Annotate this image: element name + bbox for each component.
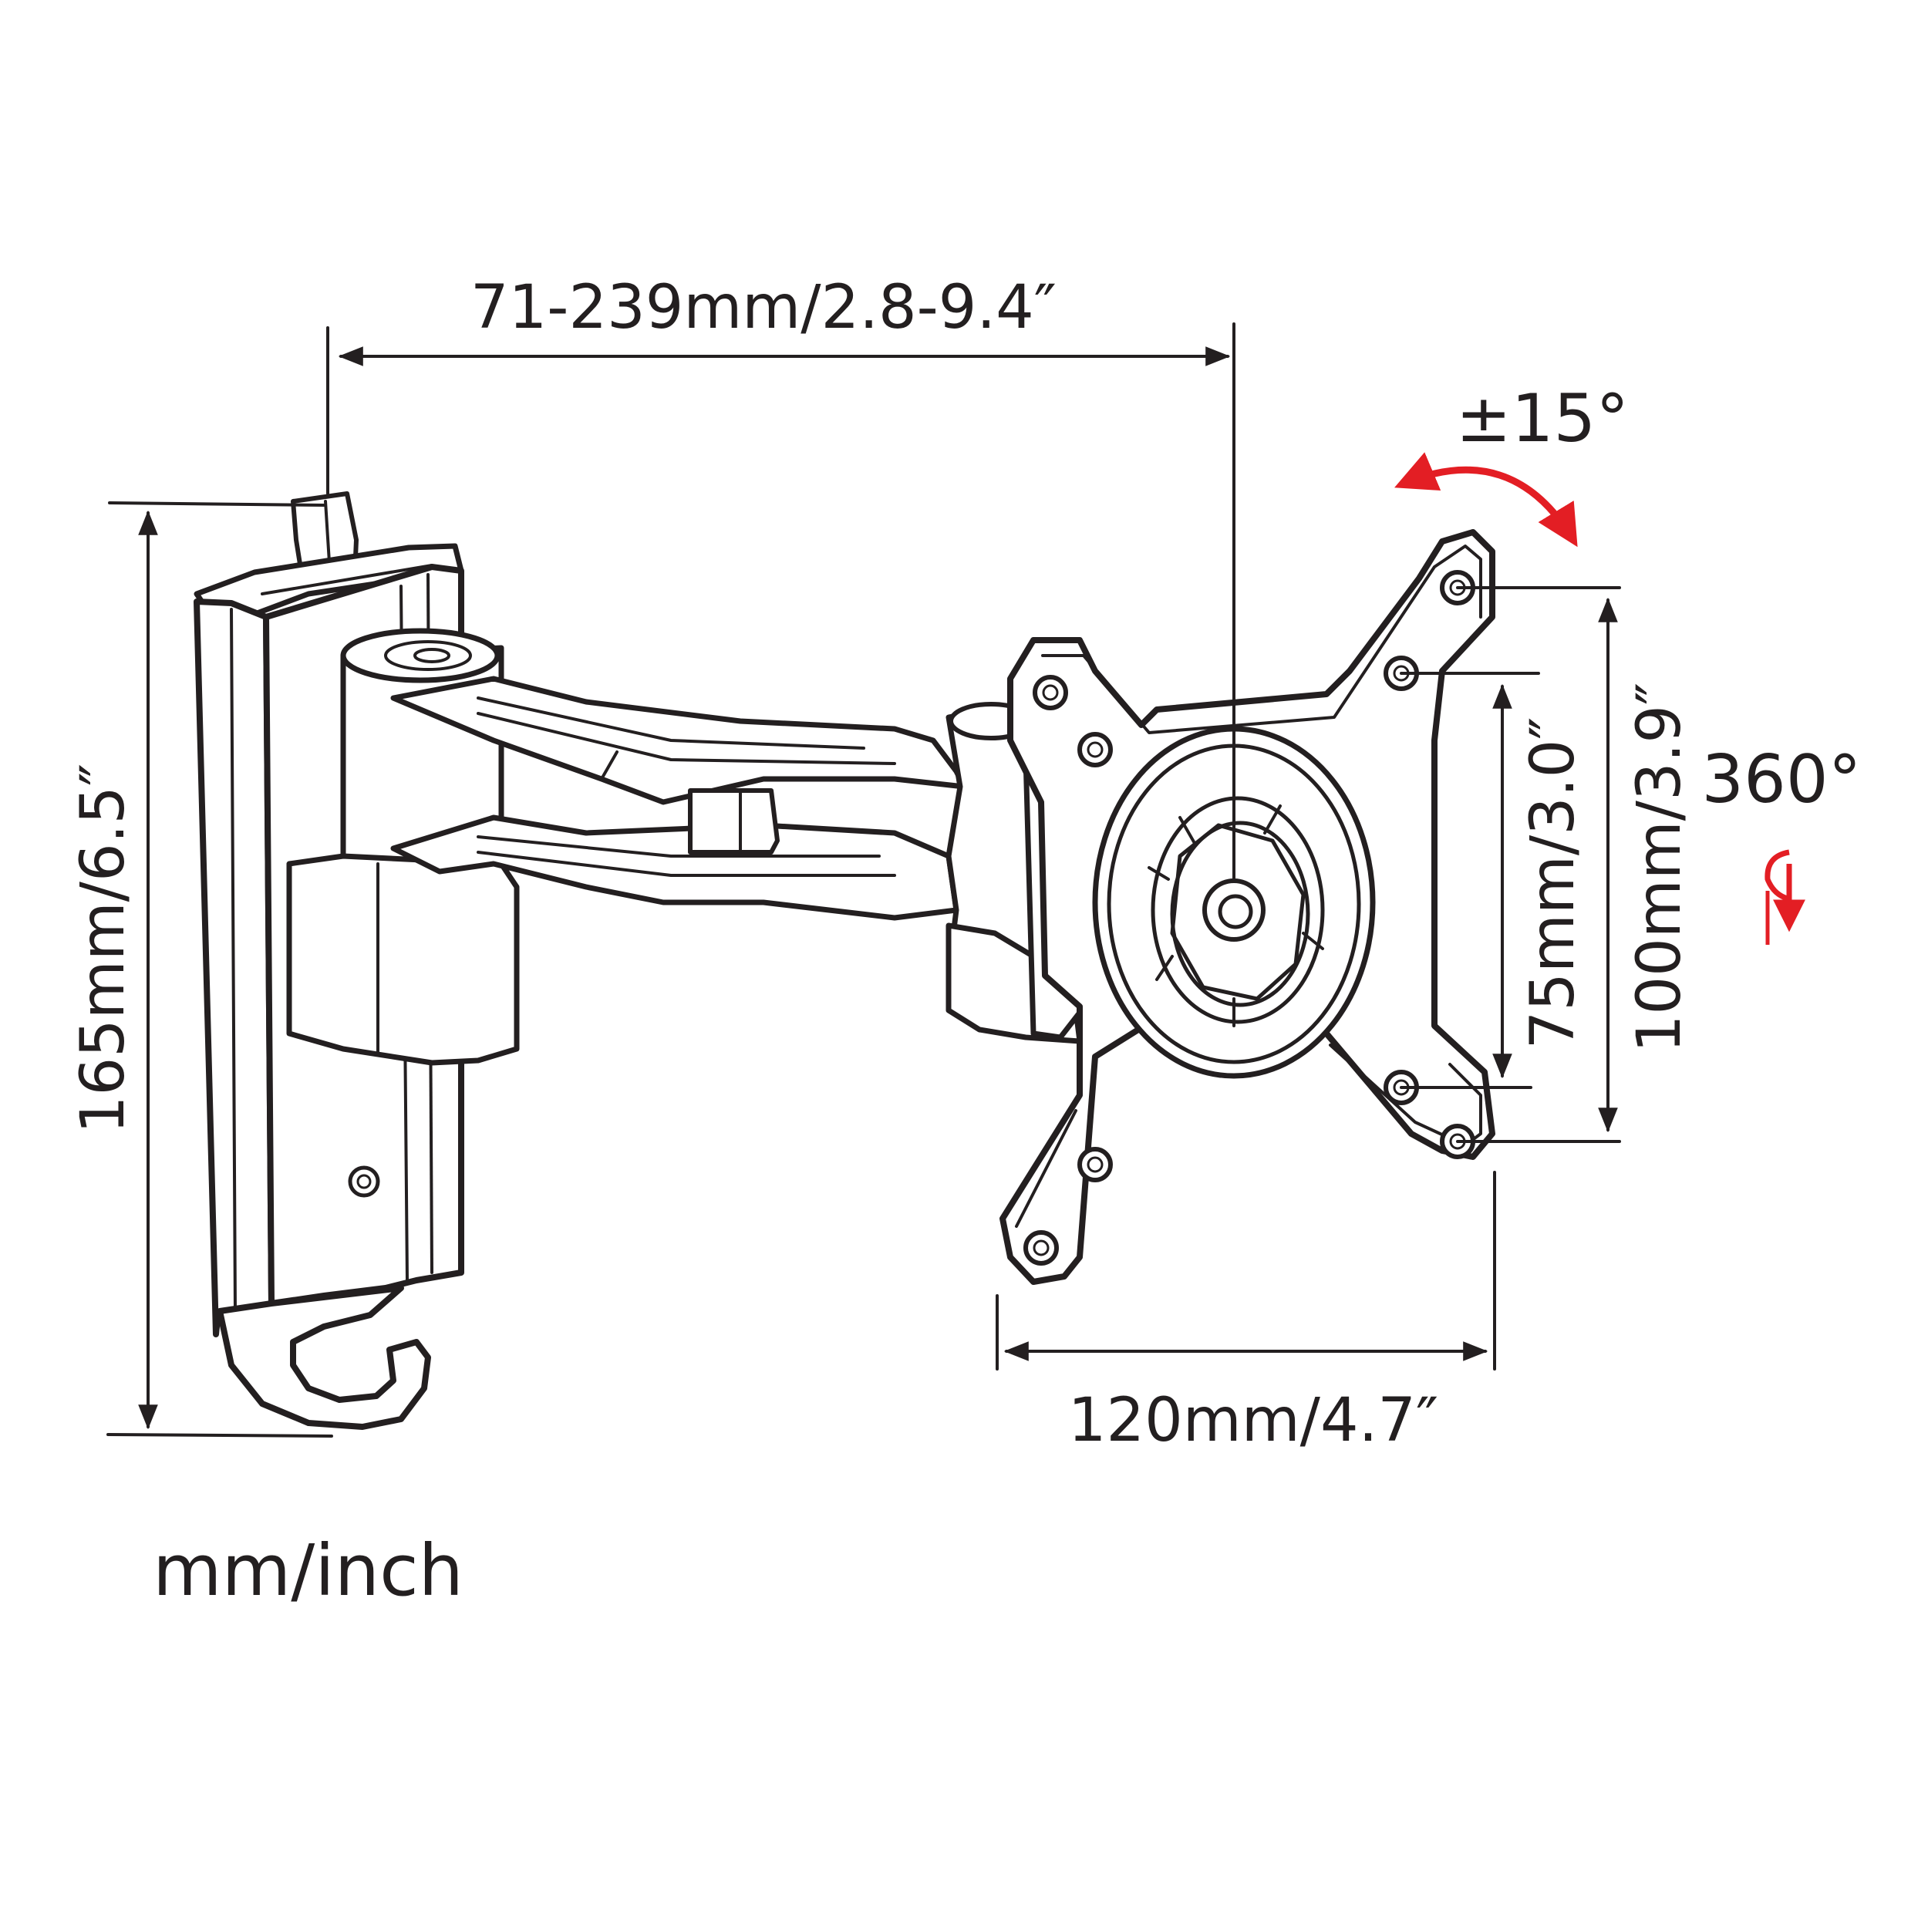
vesa-75-label: 75mm/3.0″ <box>1518 717 1588 1050</box>
units-note: mm/inch <box>153 1529 463 1612</box>
plate-width-label: 120mm/4.7″ <box>1068 1386 1438 1455</box>
swing-arm-assembly <box>286 628 1083 1066</box>
dimension-lines <box>106 322 1621 1438</box>
swivel-hub <box>1092 726 1376 1079</box>
height-label: 165mm/6.5″ <box>69 764 138 1134</box>
rotate-label: 360° <box>1701 741 1861 818</box>
rotate-arrow-icon <box>1765 849 1805 945</box>
vesa-100-label: 100mm/3.9″ <box>1625 683 1694 1053</box>
arm-reach-label: 71-239mm/2.8-9.4″ <box>470 273 1057 342</box>
vesa-plate <box>999 529 1495 1285</box>
tilt-arrow-icon <box>1394 452 1578 548</box>
tilt-label: ±15° <box>1456 380 1630 457</box>
